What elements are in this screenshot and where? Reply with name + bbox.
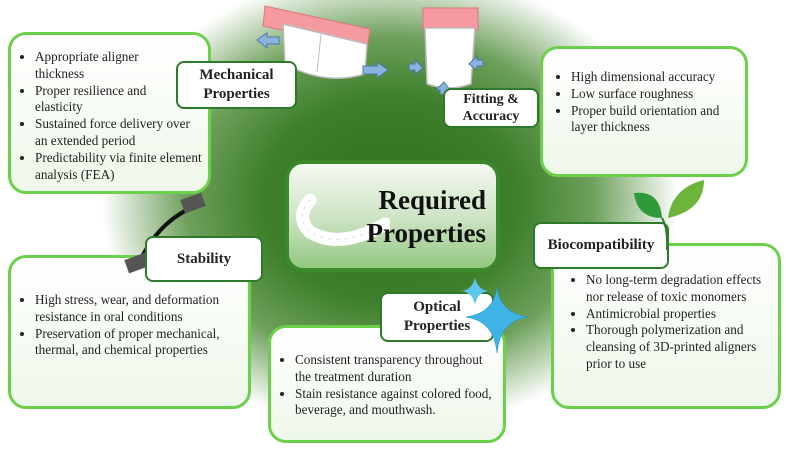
spring-dumbbell-icon bbox=[124, 192, 206, 274]
optical-label-line1: Optical bbox=[413, 299, 461, 315]
mechanical-item: Appropriate aligner thickness bbox=[35, 49, 202, 83]
mechanical-item: Predictability via finite element analys… bbox=[35, 150, 202, 184]
stability-item: Preservation of proper mechanical, therm… bbox=[35, 326, 242, 360]
mechanical-item: Sustained force delivery over an extende… bbox=[35, 116, 202, 150]
fitting-label-line1: Fitting & bbox=[463, 92, 519, 107]
sparkle-icon bbox=[462, 277, 529, 354]
required-properties-center: Required Properties bbox=[285, 160, 500, 272]
stability-item: High stress, wear, and deformation resis… bbox=[35, 292, 242, 326]
center-title-line2: Properties bbox=[366, 218, 486, 248]
stability-panel: High stress, wear, and deformation resis… bbox=[8, 255, 251, 409]
mechanical-label-line2: Properties bbox=[203, 86, 270, 102]
biocompatibility-item: Antimicrobial properties bbox=[586, 306, 774, 323]
center-title-line1: Required bbox=[378, 185, 486, 215]
fitting-accuracy-label: Fitting & Accuracy bbox=[443, 88, 539, 128]
biocompatibility-label: Biocompatibility bbox=[533, 222, 669, 269]
biocompatibility-item: Thorough polymerization and cleansing of… bbox=[586, 322, 774, 372]
optical-item: Consistent transparency throughout the t… bbox=[295, 352, 499, 386]
fitting-accuracy-panel: High dimensional accuracy Low surface ro… bbox=[540, 46, 748, 177]
mechanical-label-line1: Mechanical bbox=[199, 67, 274, 83]
stability-label-text: Stability bbox=[176, 250, 232, 267]
biocompatibility-item: No long-term degradation effects nor rel… bbox=[586, 272, 774, 306]
center-title: Required Properties bbox=[367, 184, 486, 250]
fitting-item: High dimensional accuracy bbox=[571, 69, 739, 86]
biocompatibility-panel: No long-term degradation effects nor rel… bbox=[551, 243, 781, 409]
optical-item: Stain resistance against colored food, b… bbox=[295, 386, 499, 420]
teeth-fitting-icon bbox=[408, 7, 484, 94]
fitting-item: Proper build orientation and layer thick… bbox=[571, 103, 739, 137]
mechanical-properties-panel: Appropriate aligner thickness Proper res… bbox=[8, 32, 211, 194]
aligner-icon bbox=[296, 193, 390, 246]
stability-label: Stability bbox=[145, 236, 263, 282]
mechanical-item: Proper resilience and elasticity bbox=[35, 83, 202, 117]
fitting-label-line2: Accuracy bbox=[462, 109, 520, 124]
biocompatibility-label-text: Biocompatibility bbox=[547, 237, 655, 253]
optical-label-line2: Properties bbox=[403, 318, 471, 334]
mechanical-properties-label: Mechanical Properties bbox=[176, 61, 297, 109]
fitting-item: Low surface roughness bbox=[571, 86, 739, 103]
leaf-icon bbox=[634, 180, 704, 251]
teeth-mechanical-icon bbox=[256, 5, 389, 79]
